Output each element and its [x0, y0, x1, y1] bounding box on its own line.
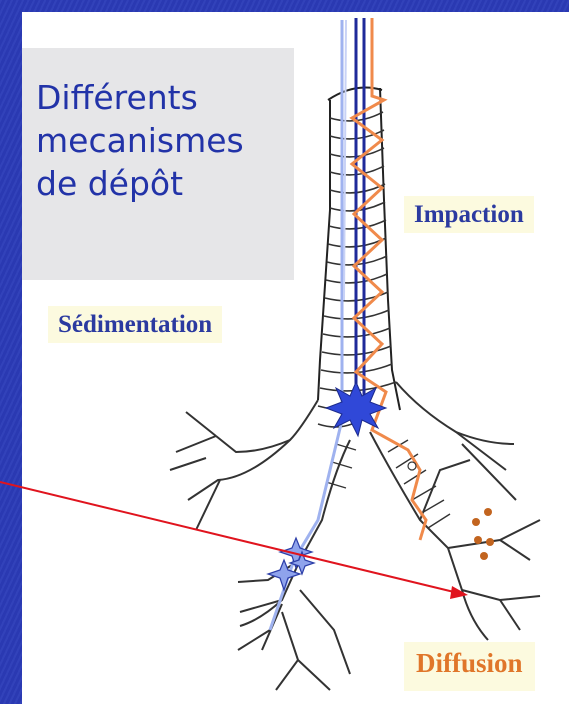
right-bronchus: [370, 382, 540, 640]
sedimentation-path: [270, 20, 346, 630]
impaction-label: Impaction: [404, 196, 534, 233]
red-arrow: [0, 482, 468, 599]
sedimentation-label: Sédimentation: [48, 306, 222, 343]
particle-icon: [408, 462, 416, 470]
diffusion-particles: [472, 508, 494, 560]
diffusion-label: Diffusion: [404, 642, 535, 691]
